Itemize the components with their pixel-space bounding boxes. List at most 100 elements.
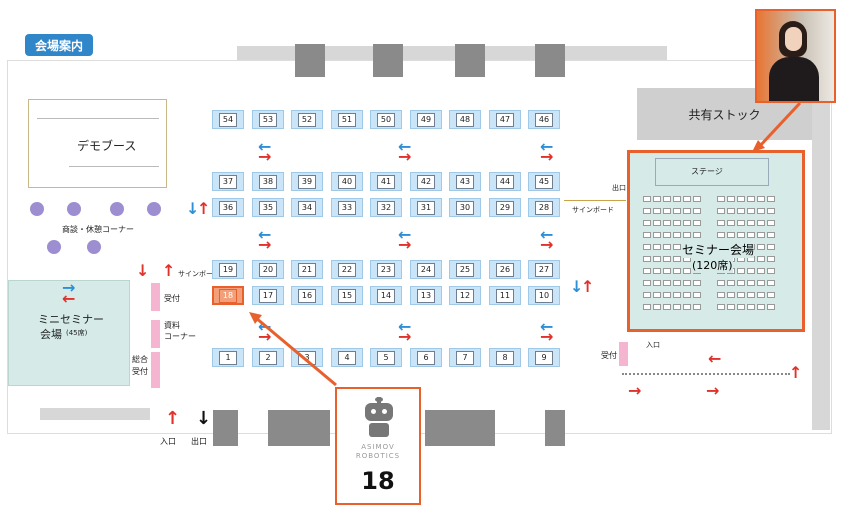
seat [757, 268, 765, 274]
booth-number: 17 [259, 288, 277, 303]
booth-54[interactable]: 54 [212, 110, 244, 129]
booth-32[interactable]: 32 [370, 198, 402, 217]
lounge-tables [22, 196, 172, 260]
seat [717, 232, 725, 238]
booth-number: 12 [456, 288, 474, 303]
booth-4[interactable]: 4 [331, 348, 363, 367]
booth-number: 37 [219, 174, 237, 189]
booth-7[interactable]: 7 [449, 348, 481, 367]
booth-50[interactable]: 50 [370, 110, 402, 129]
demo-booth-tables [37, 104, 159, 119]
booth-number: 3 [298, 350, 316, 365]
booth-39[interactable]: 39 [291, 172, 323, 191]
booth-36[interactable]: 36 [212, 198, 244, 217]
booth-20[interactable]: 20 [252, 260, 284, 279]
booth-3[interactable]: 3 [291, 348, 323, 367]
booth-8[interactable]: 8 [489, 348, 521, 367]
seat [767, 268, 775, 274]
booth-5[interactable]: 5 [370, 348, 402, 367]
pillar-top-1 [295, 44, 325, 77]
booth-11[interactable]: 11 [489, 286, 521, 305]
seat [767, 292, 775, 298]
booth-41[interactable]: 41 [370, 172, 402, 191]
booth-1[interactable]: 1 [212, 348, 244, 367]
booth-6[interactable]: 6 [410, 348, 442, 367]
arrow-right-icon: → [540, 235, 554, 254]
arrow-down-icon: ↓ [186, 199, 200, 218]
seat [653, 292, 661, 298]
booth-27[interactable]: 27 [528, 260, 560, 279]
seat [653, 256, 661, 262]
callout-company-line2: ROBOTICS [355, 452, 401, 460]
booth-28[interactable]: 28 [528, 198, 560, 217]
seat [737, 268, 745, 274]
booth-18[interactable]: 18 [212, 286, 244, 305]
booth-43[interactable]: 43 [449, 172, 481, 191]
seat [683, 292, 691, 298]
booth-48[interactable]: 48 [449, 110, 481, 129]
booth-40[interactable]: 40 [331, 172, 363, 191]
booth-14[interactable]: 14 [370, 286, 402, 305]
booth-46[interactable]: 46 [528, 110, 560, 129]
seat [727, 196, 735, 202]
booth-2[interactable]: 2 [252, 348, 284, 367]
arrow-up-icon: ↑ [197, 199, 211, 218]
booth-15[interactable]: 15 [331, 286, 363, 305]
booth-49[interactable]: 49 [410, 110, 442, 129]
seat [693, 280, 701, 286]
booth-9[interactable]: 9 [528, 348, 560, 367]
booth-51[interactable]: 51 [331, 110, 363, 129]
entrance-right-label: 入口 [646, 341, 660, 349]
seat [693, 208, 701, 214]
booth-37[interactable]: 37 [212, 172, 244, 191]
seat [757, 304, 765, 310]
seat [643, 256, 651, 262]
seat [757, 232, 765, 238]
booth-21[interactable]: 21 [291, 260, 323, 279]
seat [673, 244, 681, 250]
seat [673, 256, 681, 262]
booth-53[interactable]: 53 [252, 110, 284, 129]
booth-23[interactable]: 23 [370, 260, 402, 279]
booth-10[interactable]: 10 [528, 286, 560, 305]
booth-number: 1 [219, 350, 237, 365]
booth-38[interactable]: 38 [252, 172, 284, 191]
booth-44[interactable]: 44 [489, 172, 521, 191]
arrow-left-icon: ← [258, 225, 272, 244]
booth-33[interactable]: 33 [331, 198, 363, 217]
booth-13[interactable]: 13 [410, 286, 442, 305]
seat [717, 196, 725, 202]
booth-42[interactable]: 42 [410, 172, 442, 191]
booth-35[interactable]: 35 [252, 198, 284, 217]
booth-30[interactable]: 30 [449, 198, 481, 217]
booth-17[interactable]: 17 [252, 286, 284, 305]
booth-29[interactable]: 29 [489, 198, 521, 217]
booth-number: 46 [535, 112, 553, 127]
booth-25[interactable]: 25 [449, 260, 481, 279]
booth-34[interactable]: 34 [291, 198, 323, 217]
booth-26[interactable]: 26 [489, 260, 521, 279]
booth-16[interactable]: 16 [291, 286, 323, 305]
booth-number: 22 [338, 262, 356, 277]
booth-19[interactable]: 19 [212, 260, 244, 279]
seat [673, 220, 681, 226]
booth-22[interactable]: 22 [331, 260, 363, 279]
booth-31[interactable]: 31 [410, 198, 442, 217]
booth-45[interactable]: 45 [528, 172, 560, 191]
reception-right-desk [619, 342, 628, 366]
arrow-right-icon: → [62, 278, 76, 297]
arrow-right-icon: → [258, 147, 272, 166]
booth-number: 2 [259, 350, 277, 365]
booth-number: 45 [535, 174, 553, 189]
booth-47[interactable]: 47 [489, 110, 521, 129]
reception-label: 受付 [164, 294, 180, 303]
booth-24[interactable]: 24 [410, 260, 442, 279]
booth-number: 30 [456, 200, 474, 215]
booth-12[interactable]: 12 [449, 286, 481, 305]
arrow-down-icon: ↓ [136, 261, 150, 280]
seat [673, 196, 681, 202]
booth-52[interactable]: 52 [291, 110, 323, 129]
seat [727, 208, 735, 214]
table-icon [87, 240, 101, 254]
seat [643, 208, 651, 214]
